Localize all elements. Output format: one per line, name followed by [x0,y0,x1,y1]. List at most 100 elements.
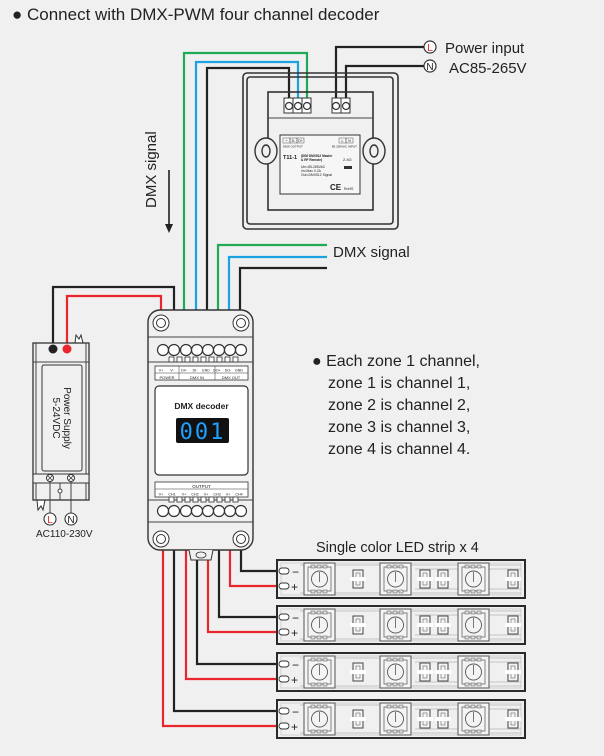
terminal-screw-icon [234,504,248,518]
svg-text:L: L [427,43,433,54]
wire-ch2 [195,511,284,666]
power-input-labels: L N Power input AC85-265V [423,40,527,77]
terminal-label: V+ [159,493,164,497]
terminal-screw-icon [212,504,226,518]
resistor-icon [435,662,451,682]
terminal-screw-icon [156,504,170,518]
channel-display [176,418,229,443]
terminal-label: CH1 [168,493,175,497]
led-chip-icon [379,655,412,689]
strip-plus-label: + [291,580,298,594]
remote-label: + D- D+ DMX OUTPUT L N 85-265VAC INPUT T… [279,134,361,195]
terminal-screw-icon [167,504,181,518]
resistor-icon [417,662,433,682]
strip-pad-positive [278,628,290,636]
neutral-symbol-icon [64,512,78,526]
strip-pad-negative [278,567,290,575]
strip-plus-label: + [291,720,298,734]
resistor-icon [350,569,366,589]
terminal-label: V- [170,369,174,373]
svg-text:Out=DMX512 Signal: Out=DMX512 Signal [301,173,332,177]
remote-power-terminal [331,97,351,114]
mount-hole-icon [152,530,170,548]
psu-negative-terminal [48,344,58,354]
svg-text:85-265VAC INPUT: 85-265VAC INPUT [332,145,357,149]
svg-text:T11-1: T11-1 [283,155,297,161]
svg-text:+: + [285,139,287,143]
led-strip: −+ [276,699,526,739]
strip-plus-label: + [291,626,298,640]
zone-notes: ● Each zone 1 channel, zone 1 is channel… [312,353,480,458]
terminal-label: CH3 [213,493,220,497]
svg-text:RoHS: RoHS [344,187,354,191]
resistor-icon [350,662,366,682]
resistor-icon [435,709,451,729]
terminal-screw-icon [223,504,237,518]
live-symbol-icon [43,512,57,526]
terminal-screw-icon [179,504,193,518]
resistor-icon [417,709,433,729]
terminal-label: GND [235,369,243,373]
strip-minus-label: − [292,565,299,579]
mount-knob-left-icon [254,137,278,165]
power-input-label: Power input [445,40,525,57]
wire-remote-L [334,45,424,106]
led-chip-icon [303,655,336,689]
wire-dmx-in-gnd [205,66,291,350]
led-strips: −+−+−+−+ [276,559,526,739]
neutral-symbol-icon [423,59,437,73]
terminal-label: END [202,369,210,373]
svg-text:& RF Remote): & RF Remote) [301,158,322,162]
resistor-icon [435,569,451,589]
voltage-label: AC85-265V [449,60,527,77]
led-strip: −+ [276,652,526,692]
terminal-label: V+ [159,369,164,373]
dmx-master-remote: + D- D+ DMX OUTPUT L N 85-265VAC INPUT T… [242,72,399,230]
dmx-signal-out-label: DMX signal [333,244,410,261]
note-line: zone 4 is channel 4. [328,441,470,458]
note-line: zone 2 is channel 2, [328,397,470,414]
resistor-icon [350,709,366,729]
note-line: zone 3 is channel 3, [328,419,470,436]
led-chip-icon [379,608,412,642]
svg-text:D-: D- [292,139,297,143]
led-chip-icon [457,702,490,736]
svg-text:CE: CE [330,183,342,192]
wire-remote-N [344,64,424,106]
svg-text:L: L [47,515,53,526]
diagram-title: ● Connect with DMX-PWM four channel deco… [12,5,380,24]
terminal-screw-icon [201,343,215,357]
svg-text:Uin=85-265VAC: Uin=85-265VAC [301,165,326,169]
channel-display-value: 001 [180,420,226,445]
terminal-label: CH2 [191,493,198,497]
resistor-icon [417,615,433,635]
din-clip [188,549,214,561]
terminal-label: DO- [225,369,232,373]
svg-text:OUTPUT: OUTPUT [192,484,211,489]
mount-hole-icon [232,530,250,548]
terminal-label: DO+ [213,369,221,373]
live-symbol-icon [423,40,437,54]
terminal-screw-icon [179,343,193,357]
svg-text:2.4G: 2.4G [343,157,352,162]
strip-pad-positive [278,722,290,730]
resistor-icon [435,615,451,635]
led-chip-icon [303,608,336,642]
terminal-screw-icon [223,343,237,357]
output-terminals [156,504,248,518]
psu-label-line2: 5-24VDC [50,397,61,438]
note-line: zone 1 is channel 1, [328,375,470,392]
terminal-screw-icon [190,504,204,518]
led-strip: −+ [276,605,526,645]
terminal-screw-icon [190,343,204,357]
led-chip-icon [457,608,490,642]
led-strip: −+ [276,559,526,599]
svg-text:D+: D+ [298,139,303,143]
mount-knob-right-icon [362,137,386,165]
strip-minus-label: − [292,705,299,719]
svg-text:DMX OUTPUT: DMX OUTPUT [283,145,303,149]
svg-text:Iin=Max 0.2A: Iin=Max 0.2A [301,169,322,173]
mount-hole-icon [232,314,250,332]
